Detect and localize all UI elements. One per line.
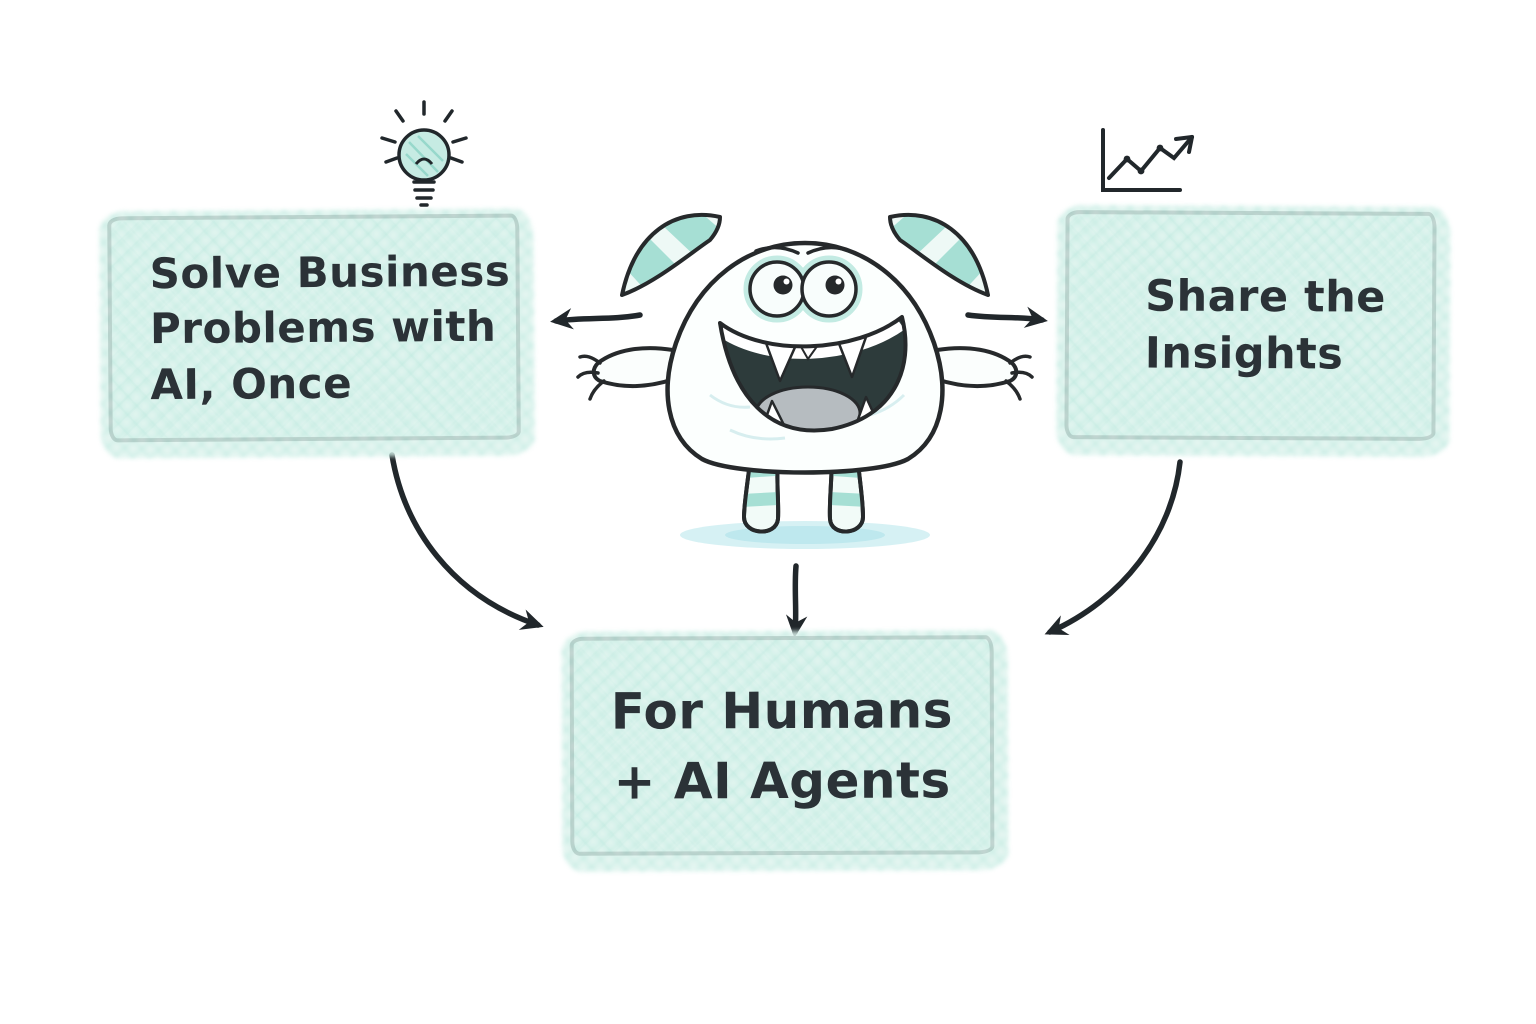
box-left-label: Solve Business Problems with AI, Once xyxy=(149,246,511,409)
box-right-label: Share the Insights xyxy=(1144,271,1387,379)
arrow-left-box-to-bottom-box xyxy=(389,452,544,630)
box-share-insights: Share the Insights xyxy=(1064,210,1437,441)
monster-mouth xyxy=(718,315,908,433)
box-bottom-label: For Humans + AI Agents xyxy=(610,680,954,811)
monster-shadow xyxy=(680,521,930,549)
arrow-right-box-to-bottom-box xyxy=(1044,459,1183,636)
idea-lightbulb-icon xyxy=(380,100,468,207)
box-for-humans-ai-agents: For Humans + AI Agents xyxy=(569,635,995,856)
growth-chart-icon xyxy=(1101,128,1194,192)
box-solve-business-problems: Solve Business Problems with AI, Once xyxy=(107,213,521,443)
monster-face xyxy=(718,245,908,433)
mascot-monster-illustration xyxy=(576,212,1034,549)
arrow-monster-to-bottom-box xyxy=(785,563,808,638)
monster-arms xyxy=(576,346,1034,401)
